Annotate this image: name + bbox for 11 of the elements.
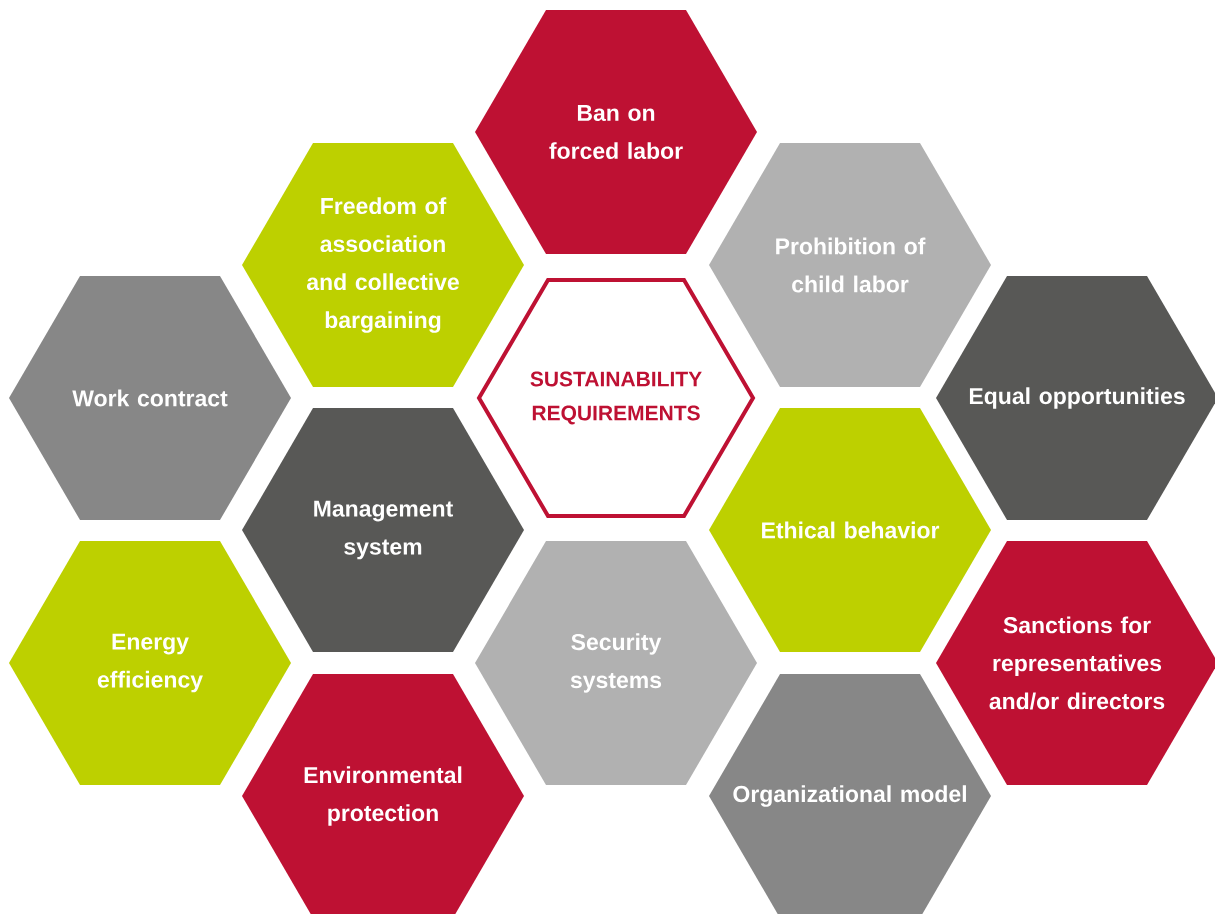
hexagon: Work contract [9,276,291,520]
hexagon: Security systems [475,541,757,785]
hexagon: Environmental protection [242,674,524,914]
hexagon: Ban on forced labor [475,10,757,254]
hexagon: Prohibition of child labor [709,143,991,387]
hexagon: Freedom of association and collective bargaining [242,143,524,387]
hexagon: Energy efficiency [9,541,291,785]
hexagon: Sanctions for representatives and/or directors [936,541,1215,785]
hexagon: Equal opportunities [936,276,1215,520]
hexagon: Management system [242,408,524,652]
hexagon: Ethical behavior [709,408,991,652]
